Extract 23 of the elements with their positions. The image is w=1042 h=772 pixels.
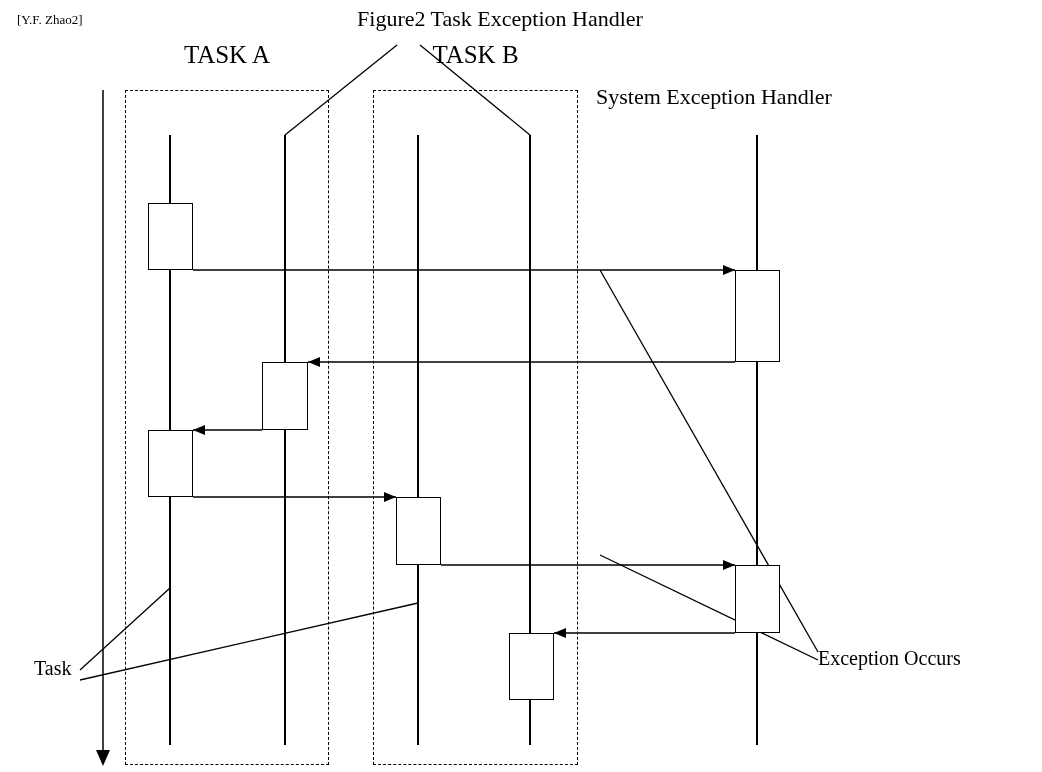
lifeline-label: System Exception Handler [596,83,832,111]
activation-box [735,270,780,362]
leader-line [79,587,171,671]
arrow [553,628,736,638]
activation-box [262,362,308,430]
activation-box [148,203,193,270]
arrow [192,425,263,435]
arrow [192,492,397,502]
activation-box [148,430,193,497]
group-title: TASK A [182,40,272,70]
author-note: [Y.F. Zhao2] [17,12,83,28]
callout-text: Task [34,655,82,695]
activation-box [509,633,554,700]
leader-line [599,269,819,653]
activation-box [735,565,780,633]
leader-line [419,44,531,136]
leader-line [79,602,419,681]
arrow [307,357,736,367]
activation-box [396,497,441,565]
arrow [192,265,736,275]
callout-text: Exception Occurs [818,645,968,675]
leader-line [284,44,398,136]
arrow [440,560,736,570]
